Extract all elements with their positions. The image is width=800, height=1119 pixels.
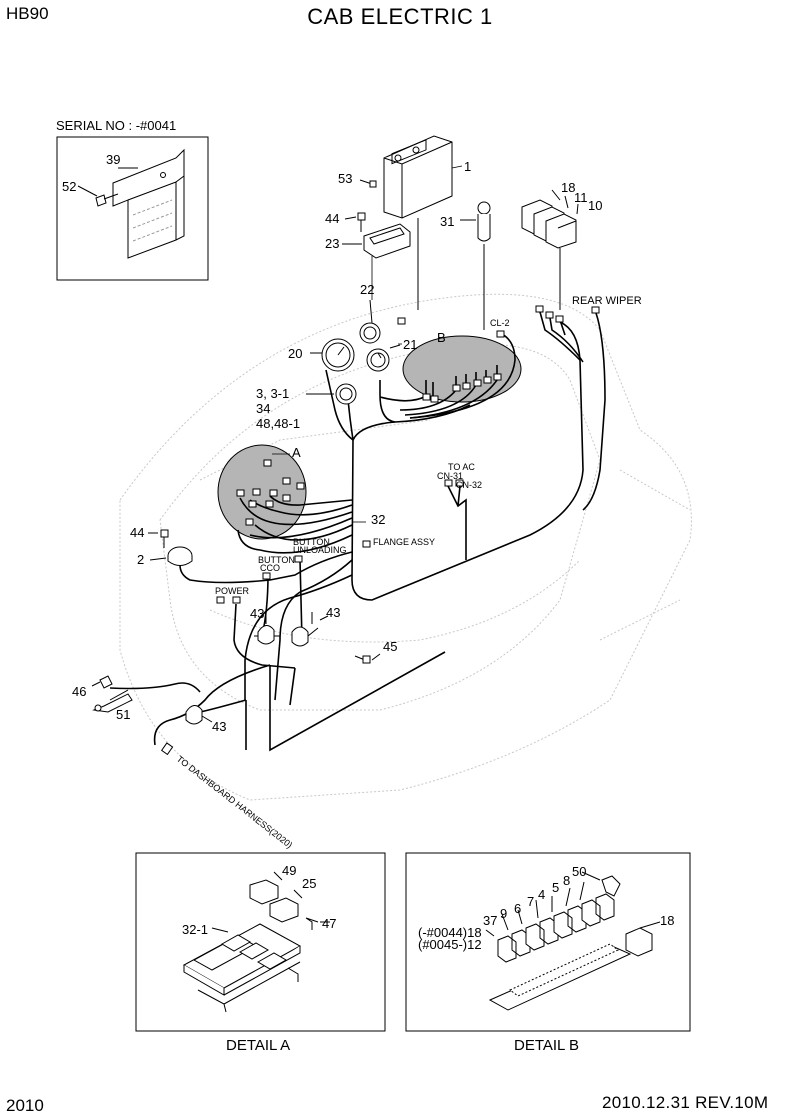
bolt-45-icon [354,653,381,664]
page-number: 2010 [6,1096,44,1115]
connector-symbols [216,305,600,604]
label-flange-assy: FLANGE ASSY [373,537,435,547]
detail-a-frame [135,852,386,1032]
callout-10: 10 [588,198,602,213]
label-cn31: CN-31 [437,471,463,481]
callout-31: 31 [440,214,454,229]
callout-11: 11 [574,190,588,205]
gauge-22-icon [359,299,381,344]
callout-22: 22 [360,282,374,297]
label-rear-wiper: REAR WIPER [572,295,642,307]
terminal-46-51-icon [91,675,133,713]
switch-panel-icon [485,871,661,1011]
detail-b-zone [402,335,522,403]
callout-51: 51 [116,707,130,722]
detail-b-callout-18b: 18 [660,913,674,928]
callout-18: 18 [561,180,575,195]
label-power: POWER [215,586,250,596]
page-title: CAB ELECTRIC 1 [307,4,493,29]
callout-21: 21 [403,337,417,352]
callout-46: 46 [72,684,86,699]
callout-44b: 44 [130,525,144,540]
detail-b-caption: DETAIL B [514,1037,580,1054]
callout-43a: 43 [250,606,264,621]
cover-23-icon [342,223,411,259]
callout-20: 20 [288,346,302,361]
callout-34: 34 [256,401,270,416]
label-to-ac: TO AC [448,462,475,472]
label-button-unloading-2: UNLOADING [293,545,347,555]
label-cl2: CL-2 [490,318,510,328]
detail-b-callout-7: 7 [527,894,534,909]
label-button-cco-1: BUTTON [258,555,295,565]
model-code: HB90 [6,4,49,23]
detail-b-callout-4: 4 [538,887,545,902]
battery-bracket-icon [77,148,185,259]
label-button-cco-2: CCO [260,563,280,573]
detail-a-callout-25: 25 [302,876,316,891]
callout-32: 32 [371,512,385,527]
controller-unit-icon [383,135,453,310]
detail-b-marker: B [437,330,446,345]
detail-a-callout-49: 49 [282,863,296,878]
serial-inset-frame [56,136,209,281]
bolt-44b-icon [148,529,169,548]
label-cn32: CN-32 [456,480,482,490]
label-button-unloading-1: BUTTON [293,537,330,547]
clamp-43-icons [185,612,329,725]
detail-b-callout-5: 5 [552,880,559,895]
callout-23: 23 [325,236,339,251]
detail-a-caption: DETAIL A [226,1037,291,1054]
detail-b-callout-9: 9 [500,906,507,921]
inset-callout-39: 39 [106,152,120,167]
gauge-21-icon [366,344,401,372]
detail-a-callout-32-1: 32-1 [182,922,208,937]
detail-a-zone [217,444,307,540]
detail-a-callout-47: 47 [322,916,336,931]
detail-b-callout-12: (#0045-)12 [418,937,482,952]
callout-leaders [272,165,463,523]
dashboard-connector-icon [160,742,174,756]
detail-b-frame [405,852,691,1032]
callout-48: 48,48-1 [256,416,300,431]
callout-3: 3, 3-1 [256,386,289,401]
label-dashboard-harness: TO DASHBOARD HARNESS(2020) [175,754,295,850]
callout-45: 45 [383,639,397,654]
callout-1: 1 [464,159,471,174]
detail-a-marker: A [292,445,301,460]
revision-date: 2010.12.31 REV.10M [602,1093,769,1112]
detail-b-callout-6: 6 [514,901,521,916]
detail-b-callout-50: 50 [572,864,586,879]
bolt-53-icon [359,179,377,188]
detail-b-callout-37: 37 [483,913,497,928]
rocker-switches-icon [521,189,579,310]
callout-43c: 43 [212,719,226,734]
inset-callout-52: 52 [62,179,76,194]
bolt-44a-icon [344,212,366,232]
gauge-20-icon [310,338,355,372]
detail-b-callout-18a: (-#0044)18 [418,925,482,940]
fuse-box-icon [182,871,330,1013]
callout-2: 2 [137,552,144,567]
callout-44a: 44 [325,211,339,226]
buzzer-2-icon [149,546,193,566]
gauge-3-icon [306,383,357,405]
callout-53: 53 [338,171,352,186]
main-harness [179,311,606,752]
serial-number-label: SERIAL NO : -#0041 [56,118,177,133]
detail-b-callout-8: 8 [563,873,570,888]
switch-31-icon [460,201,491,330]
callout-43b: 43 [326,605,340,620]
